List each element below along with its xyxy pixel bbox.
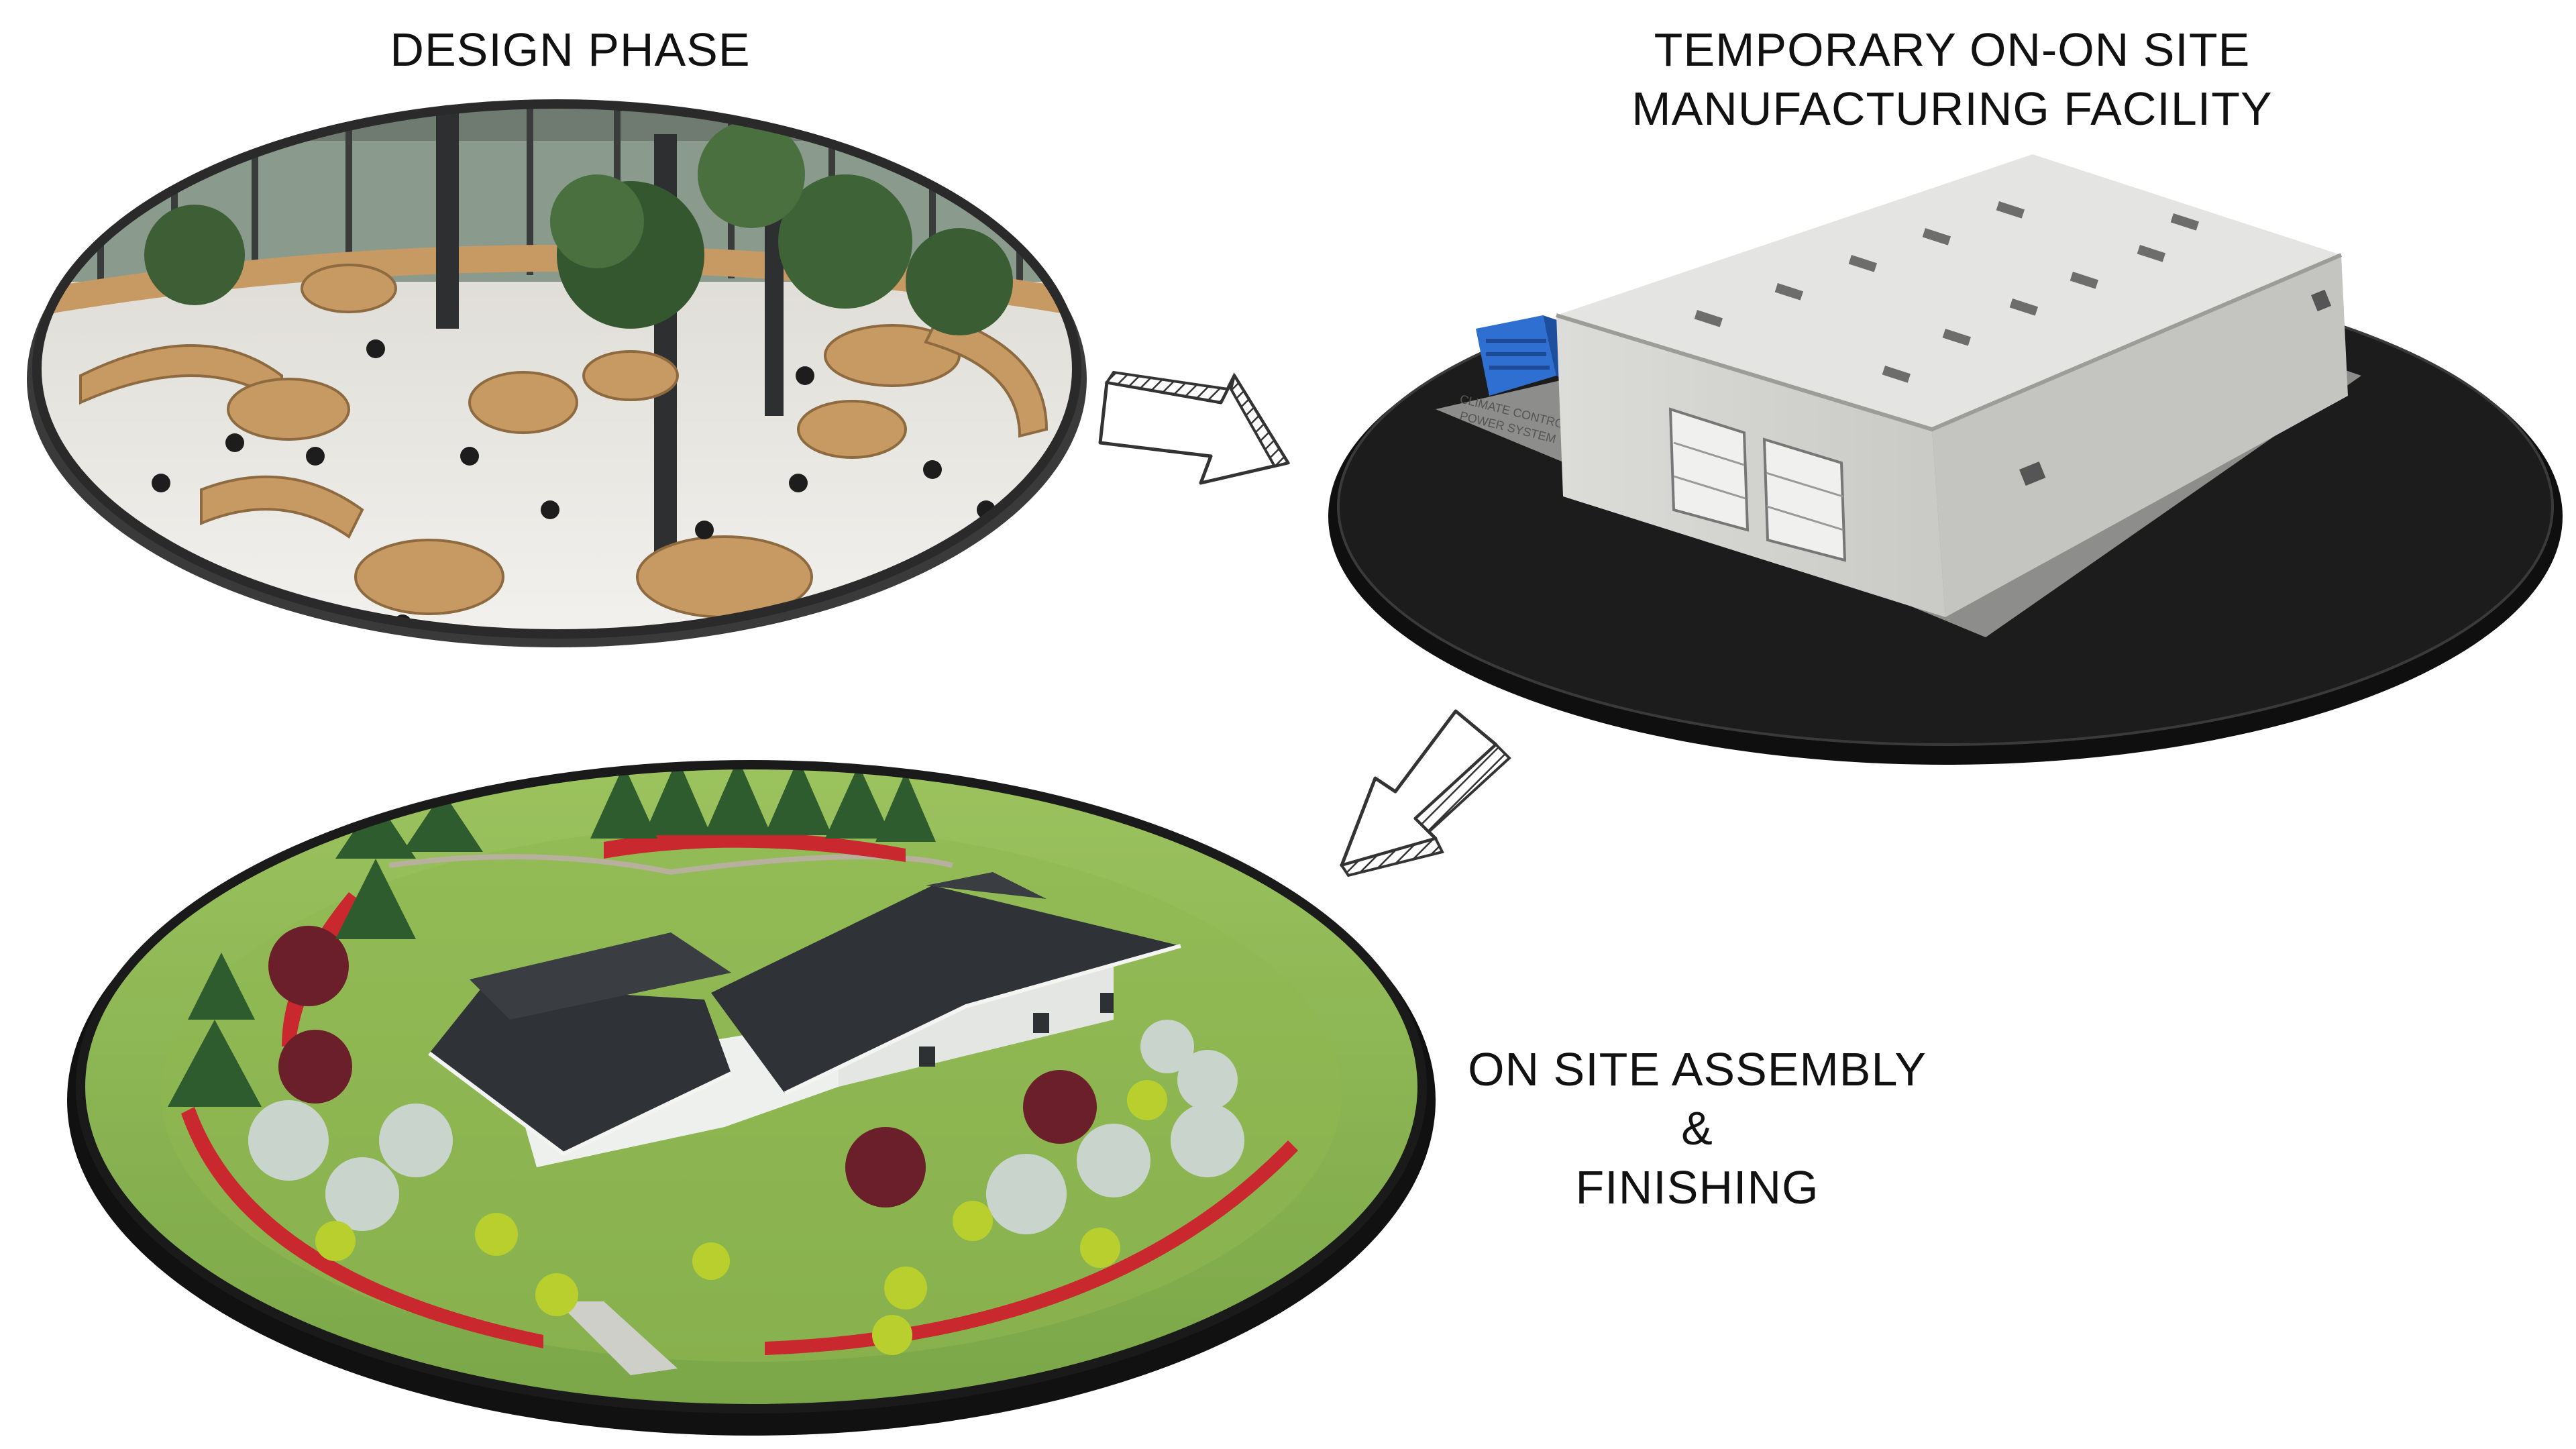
office-desks [79,264,1049,619]
manufacturing-building [1556,154,2348,617]
facility-title-line2: MANUFACTURING FACILITY [1631,83,2273,135]
house [428,872,1181,1167]
assembly-label: ON SITE ASSEMBLY & FINISHING [1395,1040,1999,1217]
office-trees [144,121,1013,335]
facility-disc: CLIMATE CONTROL POWER SYSTEM [1328,154,2563,765]
facility-label: TEMPORARY ON-ON SITE MANUFACTURING FACIL… [1563,20,2341,138]
facility-title-line1: TEMPORARY ON-ON SITE [1654,23,2251,76]
landscape-disc [67,760,1436,1436]
conifer-trees [168,765,936,1107]
flower-beds [181,831,1298,1355]
arrow-facility-to-assembly-icon [1339,709,1511,877]
design-phase-title: DESIGN PHASE [390,23,751,76]
garden-path [557,1301,678,1375]
shrubs [248,926,1244,1355]
assembly-title-line2: & [1681,1102,1713,1155]
roller-doors [1668,407,1847,562]
office-disc [27,99,1087,647]
design-phase-label: DESIGN PHASE [302,20,839,79]
assembly-title-line3: FINISHING [1575,1161,1819,1214]
assembly-title-line1: ON SITE ASSEMBLY [1468,1043,1927,1095]
arrow-design-to-facility-icon [1098,370,1291,485]
